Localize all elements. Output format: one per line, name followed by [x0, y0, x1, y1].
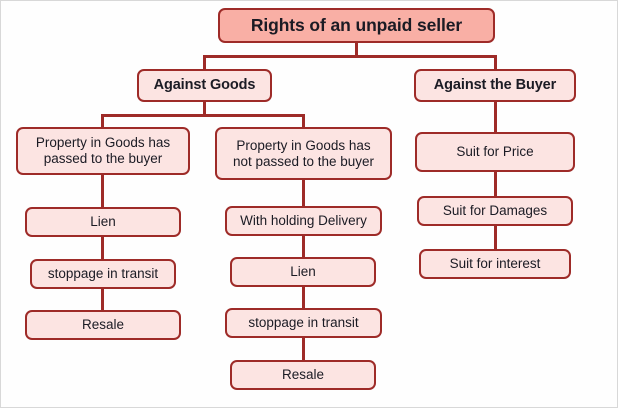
node-col2-with-holding-delivery-label: With holding Delivery: [240, 213, 367, 229]
connector-col1-lien-to-stoppage: [101, 237, 104, 260]
node-col1-stoppage-in-transit-label: stoppage in transit: [47, 266, 159, 282]
node-col2-resale[interactable]: Resale: [230, 360, 376, 390]
connector-root-bus: [203, 55, 497, 58]
node-suit-for-price[interactable]: Suit for Price: [415, 132, 575, 172]
node-suit-for-damages[interactable]: Suit for Damages: [417, 196, 573, 226]
connector-against-buyer-stem: [494, 102, 497, 133]
connector-col1-stoppage-to-resale: [101, 289, 104, 311]
node-col1-stoppage-in-transit[interactable]: stoppage in transit: [30, 259, 176, 289]
node-col2-with-holding-delivery[interactable]: With holding Delivery: [225, 206, 382, 236]
connector-col2-lien-to-stoppage: [302, 287, 305, 309]
node-suit-for-interest[interactable]: Suit for interest: [419, 249, 571, 279]
branch-node-against-the-buyer[interactable]: Against the Buyer: [414, 69, 576, 102]
node-col2-stoppage-in-transit-label: stoppage in transit: [248, 315, 359, 331]
node-suit-for-price-label: Suit for Price: [456, 144, 534, 160]
connector-against-goods-to-col2: [302, 114, 305, 128]
connector-col1-head-to-lien: [101, 175, 104, 207]
connector-col2-head-to-withholding: [302, 180, 305, 207]
connector-root-to-against-buyer: [494, 55, 497, 70]
branch-node-against-goods[interactable]: Against Goods: [137, 69, 272, 102]
connector-root-stem: [355, 43, 358, 56]
node-suit-for-interest-label: Suit for interest: [449, 256, 541, 272]
node-col1-resale[interactable]: Resale: [25, 310, 181, 340]
connector-against-goods-stem: [203, 102, 206, 115]
node-col1-lien[interactable]: Lien: [25, 207, 181, 237]
connector-suit-price-to-damages: [494, 172, 497, 197]
connector-suit-damages-to-interest: [494, 226, 497, 250]
node-col2-lien[interactable]: Lien: [230, 257, 376, 287]
branch-node-against-the-buyer-label: Against the Buyer: [433, 76, 557, 93]
node-col2-lien-label: Lien: [290, 264, 316, 280]
connector-against-goods-bus: [101, 114, 305, 117]
connector-col2-stoppage-to-resale: [302, 338, 305, 361]
connector-against-goods-to-col1: [101, 114, 104, 128]
connector-root-to-against-goods: [203, 55, 206, 70]
node-col2-stoppage-in-transit[interactable]: stoppage in transit: [225, 308, 382, 338]
branch-node-against-goods-label: Against Goods: [153, 76, 256, 93]
connector-col2-withholding-to-lien: [302, 236, 305, 258]
node-suit-for-damages-label: Suit for Damages: [442, 203, 548, 219]
node-col1-lien-label: Lien: [90, 214, 116, 230]
node-col1-resale-label: Resale: [81, 317, 125, 333]
root-node-rights-of-an-unpaid-seller[interactable]: Rights of an unpaid seller: [218, 8, 495, 43]
root-node-label: Rights of an unpaid seller: [250, 15, 463, 36]
node-col2-resale-label: Resale: [281, 367, 325, 383]
